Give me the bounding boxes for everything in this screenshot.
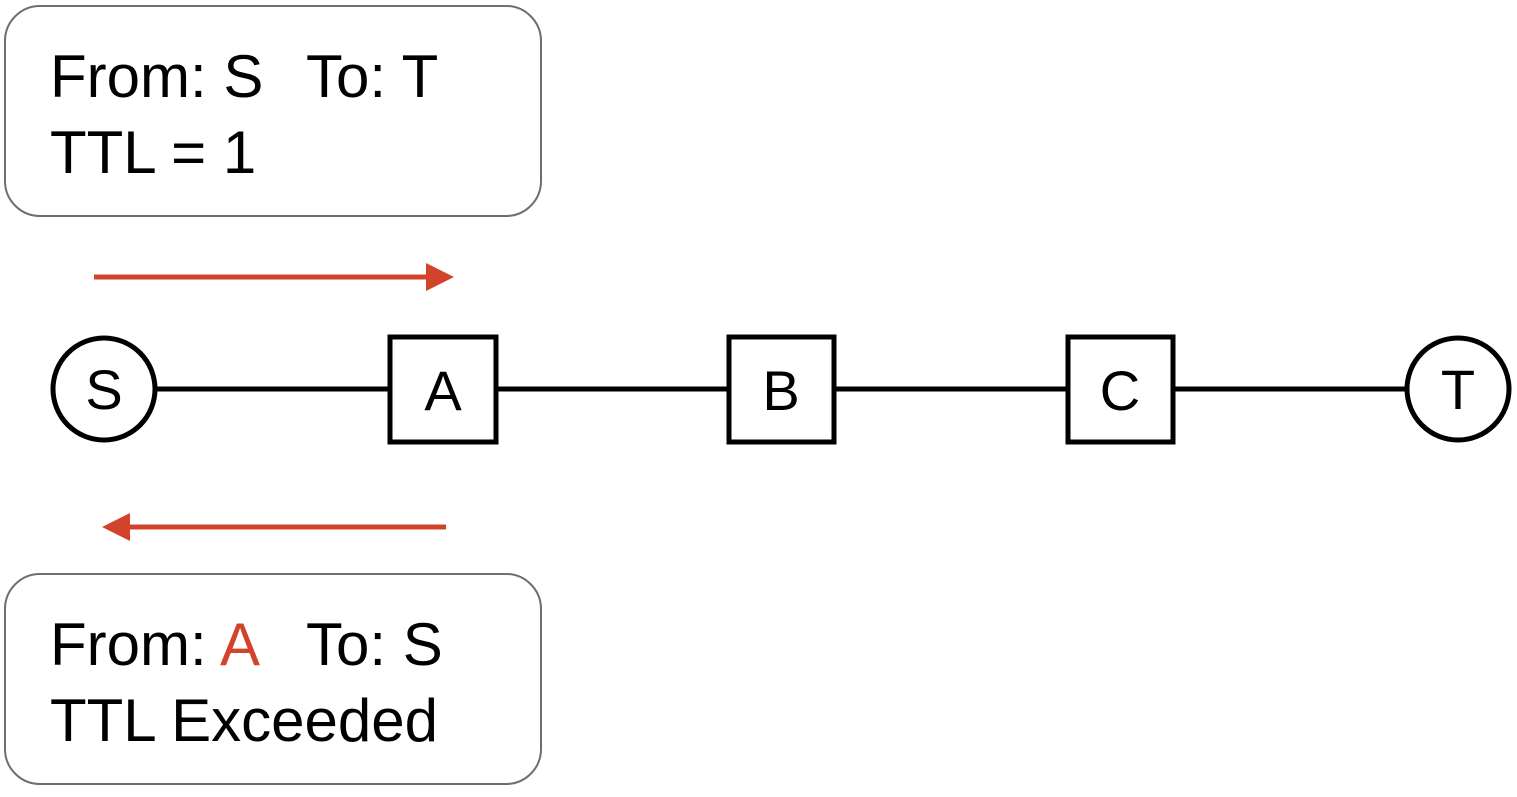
reply-arrow <box>102 513 446 541</box>
reply-packet-box: From: A To: S TTL Exceeded <box>4 573 542 785</box>
reply-to-label: To: <box>306 611 387 678</box>
reply-from-label: From: <box>50 611 207 678</box>
reply-ttl-status: TTL Exceeded <box>50 687 438 754</box>
node-t-label: T <box>1441 358 1475 421</box>
node-t: T <box>1404 335 1512 443</box>
request-from-value: S <box>223 43 264 110</box>
node-a-label: A <box>424 359 462 422</box>
request-from-label: From: <box>50 43 207 110</box>
node-b-label: B <box>762 359 799 422</box>
request-packet-box: From: S To: T TTL = 1 <box>4 5 542 217</box>
node-s-label: S <box>85 358 122 421</box>
request-from-line: From: S <box>50 47 263 107</box>
reply-to-value: S <box>402 611 443 678</box>
request-to-value: T <box>401 43 439 110</box>
node-c-label: C <box>1100 359 1140 422</box>
request-to-line: To: T <box>306 47 438 107</box>
node-s: S <box>50 335 158 443</box>
request-arrow <box>94 263 454 291</box>
reply-from-value: A <box>220 611 261 678</box>
node-b: B <box>726 334 837 445</box>
node-a: A <box>387 334 499 445</box>
reply-from-line: From: A <box>50 615 260 675</box>
request-to-label: To: <box>306 43 387 110</box>
node-c: C <box>1065 334 1176 445</box>
reply-to-line: To: S <box>306 615 443 675</box>
request-ttl-status: TTL = 1 <box>50 119 257 186</box>
